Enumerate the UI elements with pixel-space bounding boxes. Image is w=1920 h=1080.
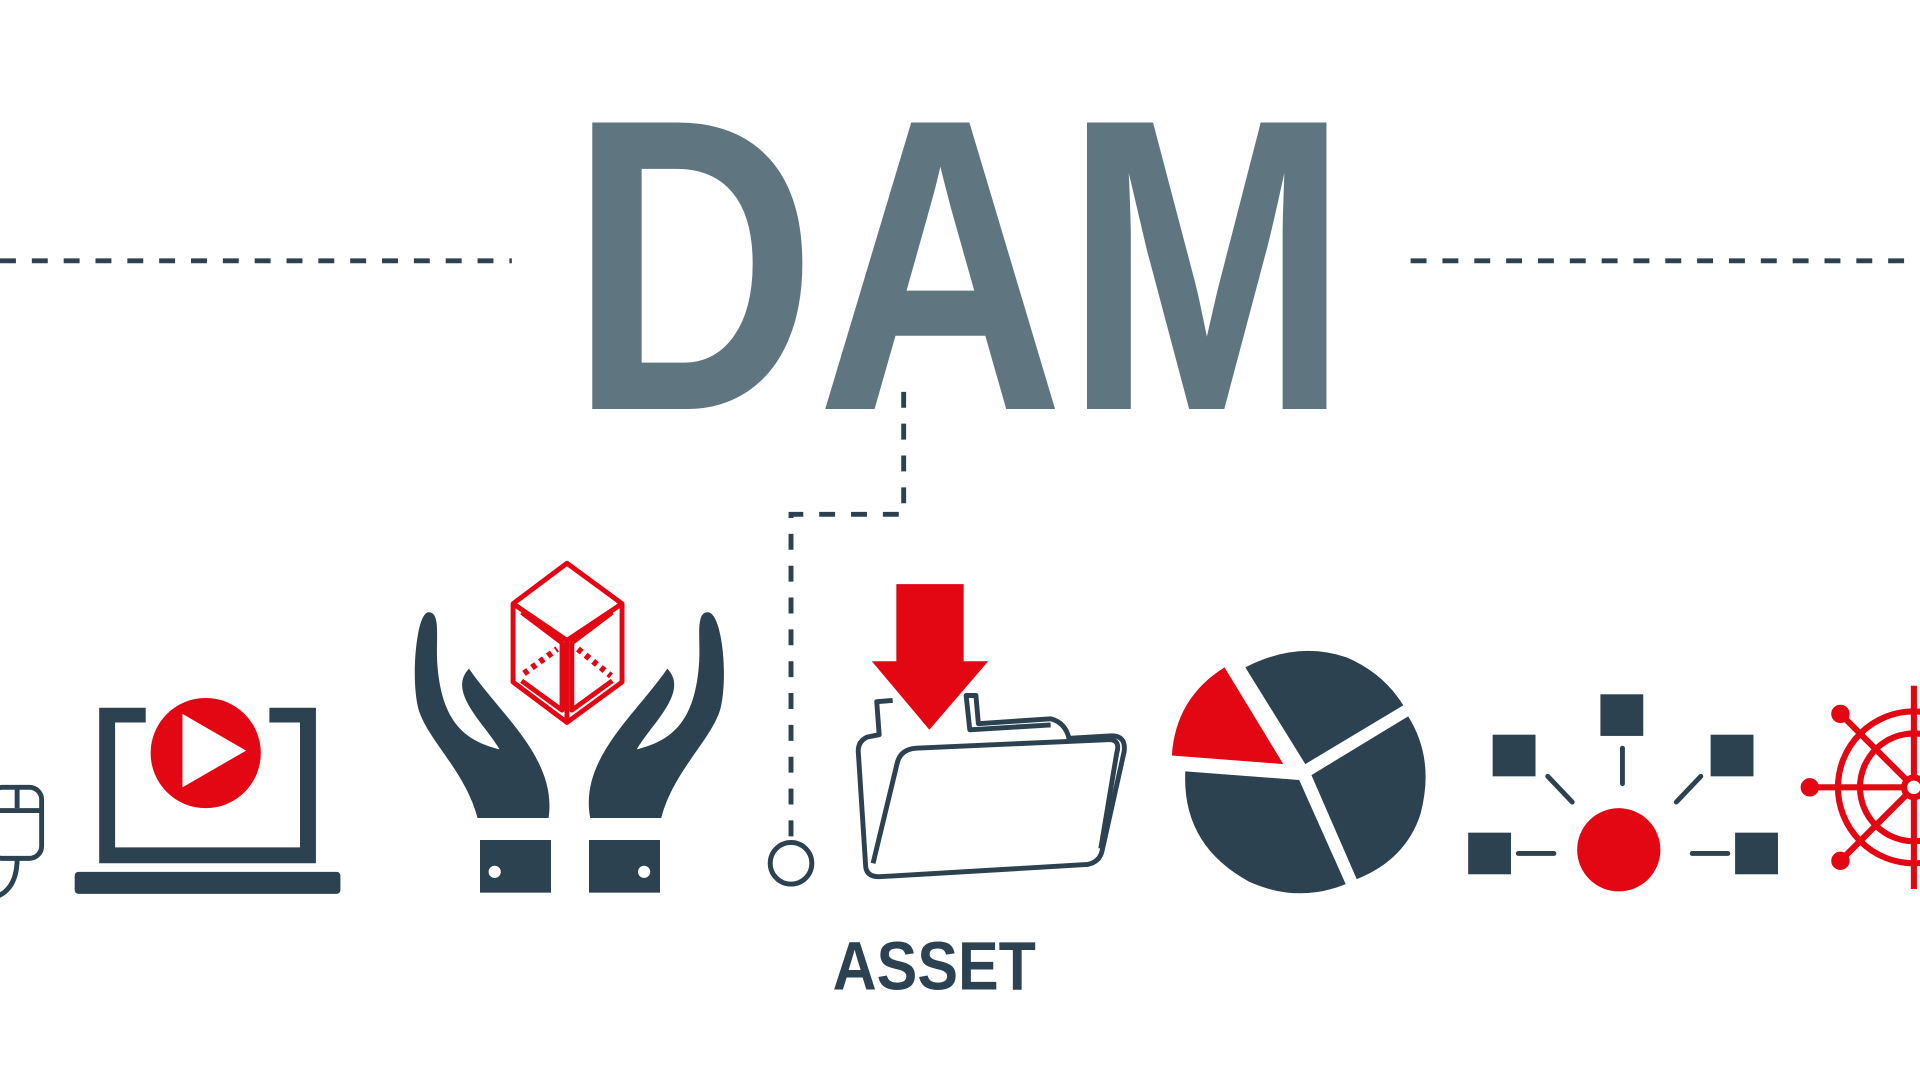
ship-wheel-icon <box>1800 685 1920 889</box>
hands-holding-cube-icon <box>414 560 724 893</box>
asset-connector-line <box>788 391 907 838</box>
pie-chart-icon <box>1171 650 1426 894</box>
laptop-video-play-icon <box>74 697 341 894</box>
folder-download-icon <box>855 584 1127 880</box>
computer-mouse-icon <box>0 784 45 898</box>
dam-title: DAM <box>569 33 1349 498</box>
asset-label: ASSET <box>833 927 1036 1004</box>
network-hub-icon <box>1468 694 1778 892</box>
connector-node-icon <box>767 840 815 887</box>
